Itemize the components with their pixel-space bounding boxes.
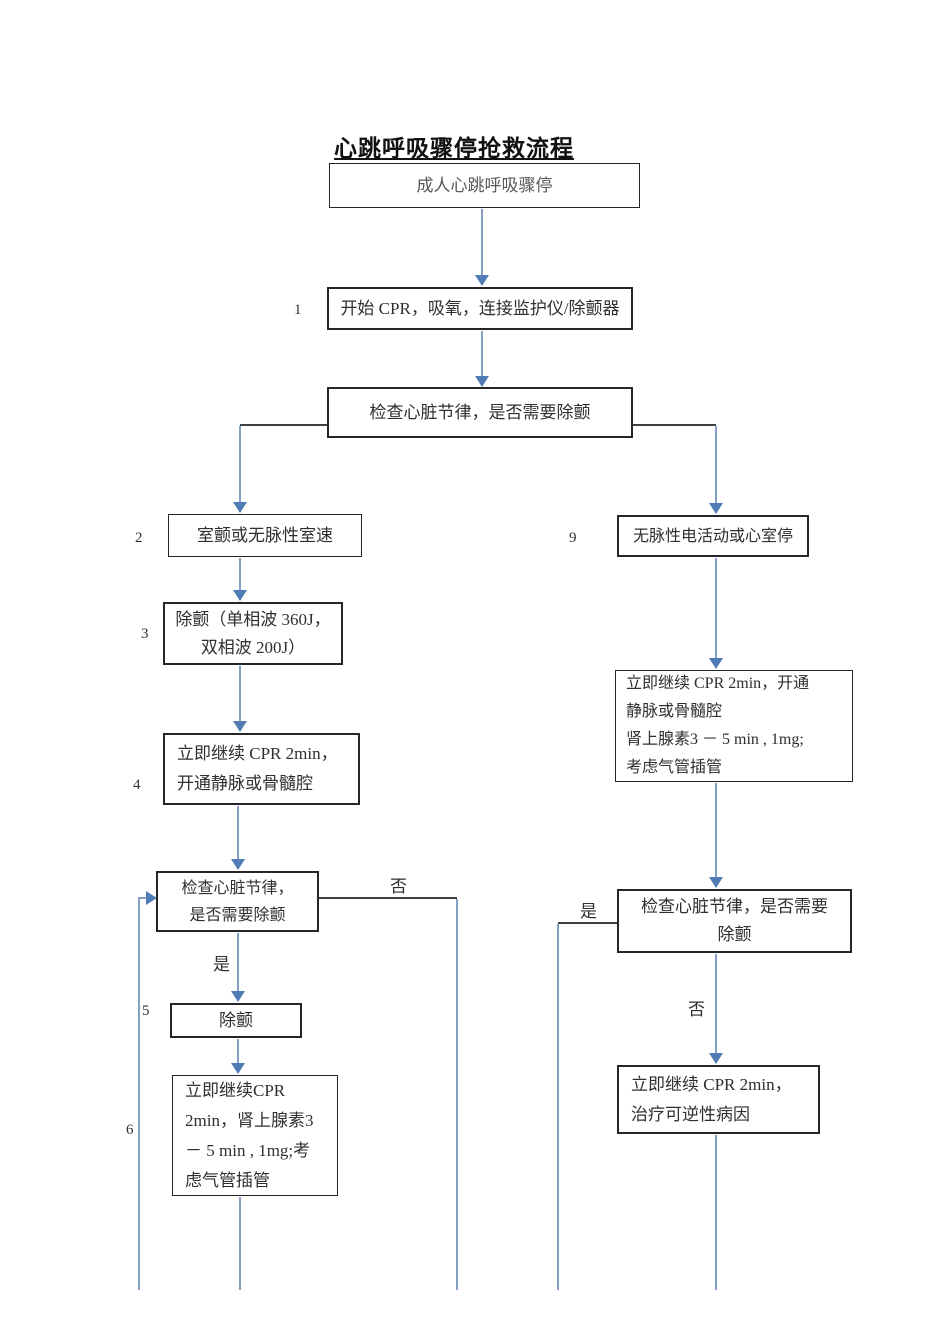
- step-number-1: 1: [294, 302, 302, 318]
- step-number-2: 2: [135, 530, 143, 546]
- node-check-rhythm-3: 检查心脏节律，是否需要 除颤: [617, 889, 852, 953]
- node-check-rhythm-1: 检查心脏节律，是否需要除颤: [327, 387, 633, 438]
- node-defibrillate: 除颤: [170, 1003, 302, 1038]
- node-cpr-2min-iv: 立即继续 CPR 2min， 开通静脉或骨髓腔: [163, 733, 360, 805]
- node-check-rhythm-2: 检查心脏节律， 是否需要除颤: [156, 871, 319, 932]
- branch-label-no-right: 否: [688, 1000, 705, 1019]
- node-vf-pulseless-vt: 室颤或无脉性室速: [168, 514, 362, 557]
- branch-label-yes-right: 是: [580, 902, 597, 921]
- step-number-9: 9: [569, 530, 577, 546]
- step-number-4: 4: [133, 777, 141, 793]
- step-number-6: 6: [126, 1122, 134, 1138]
- node-pea-asystole: 无脉性电活动或心室停: [617, 515, 809, 557]
- page-title: 心跳呼吸骤停抢救流程: [334, 136, 574, 161]
- node-defib-energy: 除颤（单相波 360J， 双相波 200J）: [163, 602, 343, 665]
- node-adult-arrest: 成人心跳呼吸骤停: [329, 163, 640, 208]
- node-cpr-treat-causes: 立即继续 CPR 2min， 治疗可逆性病因: [617, 1065, 820, 1134]
- node-cpr-epinephrine-right: 立即继续 CPR 2min，开通 静脉或骨髓腔 肾上腺素3 － 5 min , …: [615, 670, 853, 782]
- step-number-3: 3: [141, 626, 149, 642]
- branch-label-no-left: 否: [390, 877, 407, 896]
- node-cpr-epinephrine-left: 立即继续CPR 2min，肾上腺素3 － 5 min , 1mg;考 虑气管插管: [172, 1075, 338, 1196]
- branch-label-yes-left: 是: [213, 955, 230, 974]
- node-start-cpr: 开始 CPR，吸氧，连接监护仪/除颤器: [327, 287, 633, 330]
- step-number-5: 5: [142, 1003, 150, 1019]
